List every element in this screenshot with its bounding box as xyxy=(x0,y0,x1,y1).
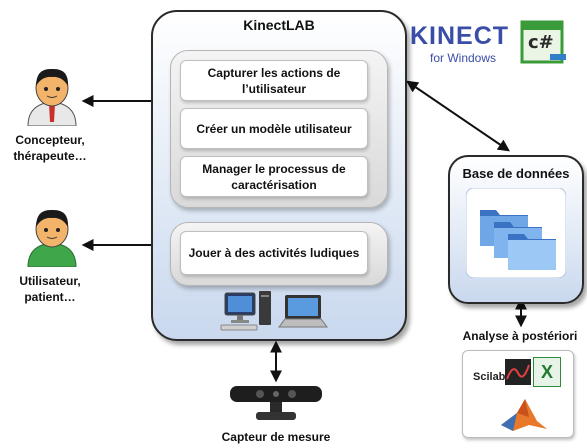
patient-avatar-icon xyxy=(27,209,77,267)
computers-icon xyxy=(220,291,328,331)
feature-manage-process: Manager le processus de caractérisation xyxy=(180,156,368,197)
excel-logo-text: X xyxy=(540,362,553,382)
analysis-label: Analyse à postériori xyxy=(462,329,578,343)
arrow-panel-database xyxy=(406,80,510,152)
feature-capture-actions: Capturer les actions de l’utilisateur xyxy=(180,60,368,101)
sensor-label: Capteur de mesure xyxy=(221,430,331,444)
panel-title: KinectLAB xyxy=(243,17,315,33)
kinect-sensor-icon xyxy=(230,386,322,420)
patient-label: Utilisateur, patient… xyxy=(19,274,81,304)
analysis-tools-box: Scilab X xyxy=(462,350,574,438)
csharp-logo-icon: c# xyxy=(520,20,568,68)
scilab-plot-icon xyxy=(505,359,531,385)
kinect-logo: KINECT xyxy=(410,22,510,50)
feature-play-activities: Jouer à des activités ludiques xyxy=(180,231,368,275)
database-title: Base de données xyxy=(462,166,570,181)
scilab-logo: Scilab xyxy=(473,371,506,383)
designer-label: Concepteur, thérapeute… xyxy=(13,133,87,163)
csharp-logo-text: c# xyxy=(528,32,554,53)
for-windows-text: for Windows xyxy=(430,51,497,65)
designer-avatar-icon xyxy=(27,68,77,126)
folders-icon xyxy=(466,188,566,278)
feature-create-model: Créer un modèle utilisateur xyxy=(180,108,368,149)
excel-logo-icon: X xyxy=(533,357,561,387)
matlab-logo-icon xyxy=(501,399,547,431)
